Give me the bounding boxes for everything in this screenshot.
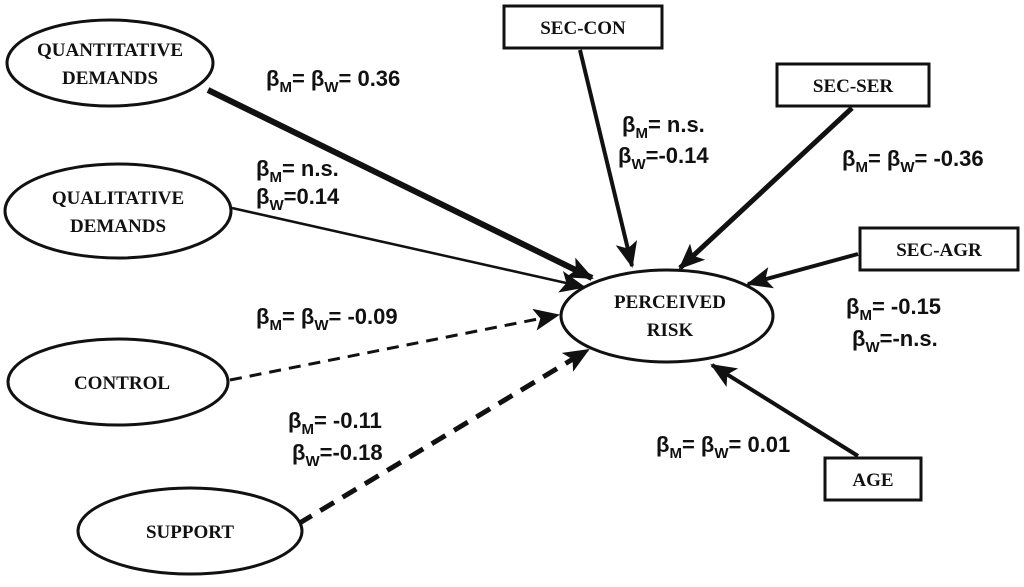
coef-control: βM= βW= -0.09 <box>256 304 398 334</box>
node-control: CONTROL <box>6 337 230 427</box>
node-age: AGE <box>823 456 923 502</box>
node-label-line: DEMANDS <box>70 216 166 237</box>
coef-secagr-m: βM= -0.15 <box>846 294 941 324</box>
coef-age: βM= βW= 0.01 <box>656 432 790 462</box>
node-label-line: SEC-AGR <box>896 240 982 261</box>
node-support: SUPPORT <box>76 486 304 576</box>
edge-seccon-to-risk <box>578 49 638 268</box>
node-label-line: SUPPORT <box>146 522 234 543</box>
node-label-line: SEC-CON <box>540 18 626 39</box>
node-label-line: DEMANDS <box>62 68 158 89</box>
coef-support-w: βW=-0.18 <box>292 440 383 470</box>
node-label-line: QUALITATIVE <box>52 188 184 209</box>
node-label-line: SEC-SER <box>813 76 894 97</box>
coef-secagr-w: βW=-n.s. <box>852 326 938 356</box>
edge-age-to-risk <box>710 363 860 458</box>
node-label-line: RISK <box>647 320 694 341</box>
node-perceived-risk: PERCEIVED RISK <box>559 268 775 364</box>
edge-quantitative-to-risk <box>206 87 594 281</box>
edge-secagr-to-risk <box>746 252 859 289</box>
edge-qualitative-to-risk <box>231 206 586 293</box>
node-sec-agr: SEC-AGR <box>858 226 1020 272</box>
coef-quantitative: βM= βW= 0.36 <box>266 66 400 96</box>
edge-support-to-risk <box>296 347 590 527</box>
edge-secser-to-risk <box>678 106 854 270</box>
node-label-line: CONTROL <box>74 373 170 394</box>
node-label-line: PERCEIVED <box>614 292 726 313</box>
node-sec-con: SEC-CON <box>502 4 664 50</box>
coef-secser: βM= βW= -0.36 <box>842 146 984 176</box>
node-sec-ser: SEC-SER <box>775 62 931 108</box>
coef-support-m: βM= -0.11 <box>288 408 382 438</box>
node-quantitative-demands: QUANTITATIVE DEMANDS <box>5 18 215 108</box>
node-label-line: AGE <box>852 470 893 491</box>
coef-seccon-w: βW=-0.14 <box>618 143 709 173</box>
node-qualitative-demands: QUALITATIVE DEMANDS <box>3 162 233 260</box>
coef-qualitative-w: βW=0.14 <box>256 184 340 214</box>
edge-control-to-risk <box>229 308 560 382</box>
node-label-line: QUANTITATIVE <box>37 40 183 61</box>
coef-qualitative-m: βM= n.s. <box>256 156 339 186</box>
coef-seccon-m: βM= n.s. <box>622 112 705 142</box>
